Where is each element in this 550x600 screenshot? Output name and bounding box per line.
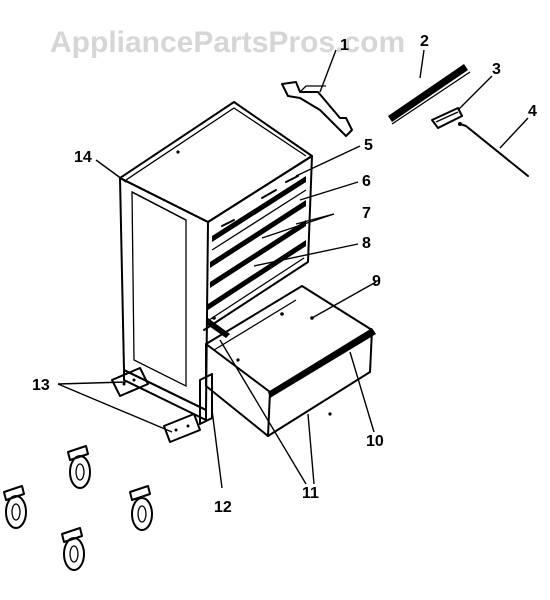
- callout-13: 13: [32, 377, 50, 394]
- callout-10: 10: [366, 433, 384, 450]
- drawer-slide: [199, 373, 213, 425]
- callout-1: 1: [340, 37, 349, 54]
- callout-9: 9: [372, 273, 381, 290]
- leader-lines: [57, 49, 529, 489]
- callout-2: 2: [420, 33, 429, 50]
- callout-8: 8: [362, 235, 371, 252]
- watermark-text: AppliancePartsPros.com: [50, 26, 405, 59]
- callout-14: 14: [74, 149, 92, 166]
- callout-4: 4: [528, 103, 537, 120]
- callout-12: 12: [214, 499, 232, 516]
- callout-5: 5: [364, 137, 373, 154]
- callout-6: 6: [362, 173, 371, 190]
- callout-7: 7: [362, 205, 371, 222]
- caster-wheel: [3, 485, 27, 529]
- callout-11: 11: [302, 485, 319, 502]
- caster-wheel: [67, 445, 91, 489]
- part-bracket: [281, 81, 353, 137]
- part-rod: [458, 122, 529, 177]
- open-drawer: [205, 285, 376, 437]
- part-base-plates: [111, 367, 201, 443]
- part-slide-rail: [388, 64, 471, 125]
- caster-wheel: [61, 527, 85, 571]
- part-clip: [431, 107, 463, 129]
- callout-3: 3: [492, 61, 501, 78]
- tool-cabinet: [119, 101, 313, 421]
- callout-labels: 1 2 3 4 5 6 7 8 9 10 11 12 13 14: [32, 33, 537, 516]
- caster-wheel: [129, 485, 153, 531]
